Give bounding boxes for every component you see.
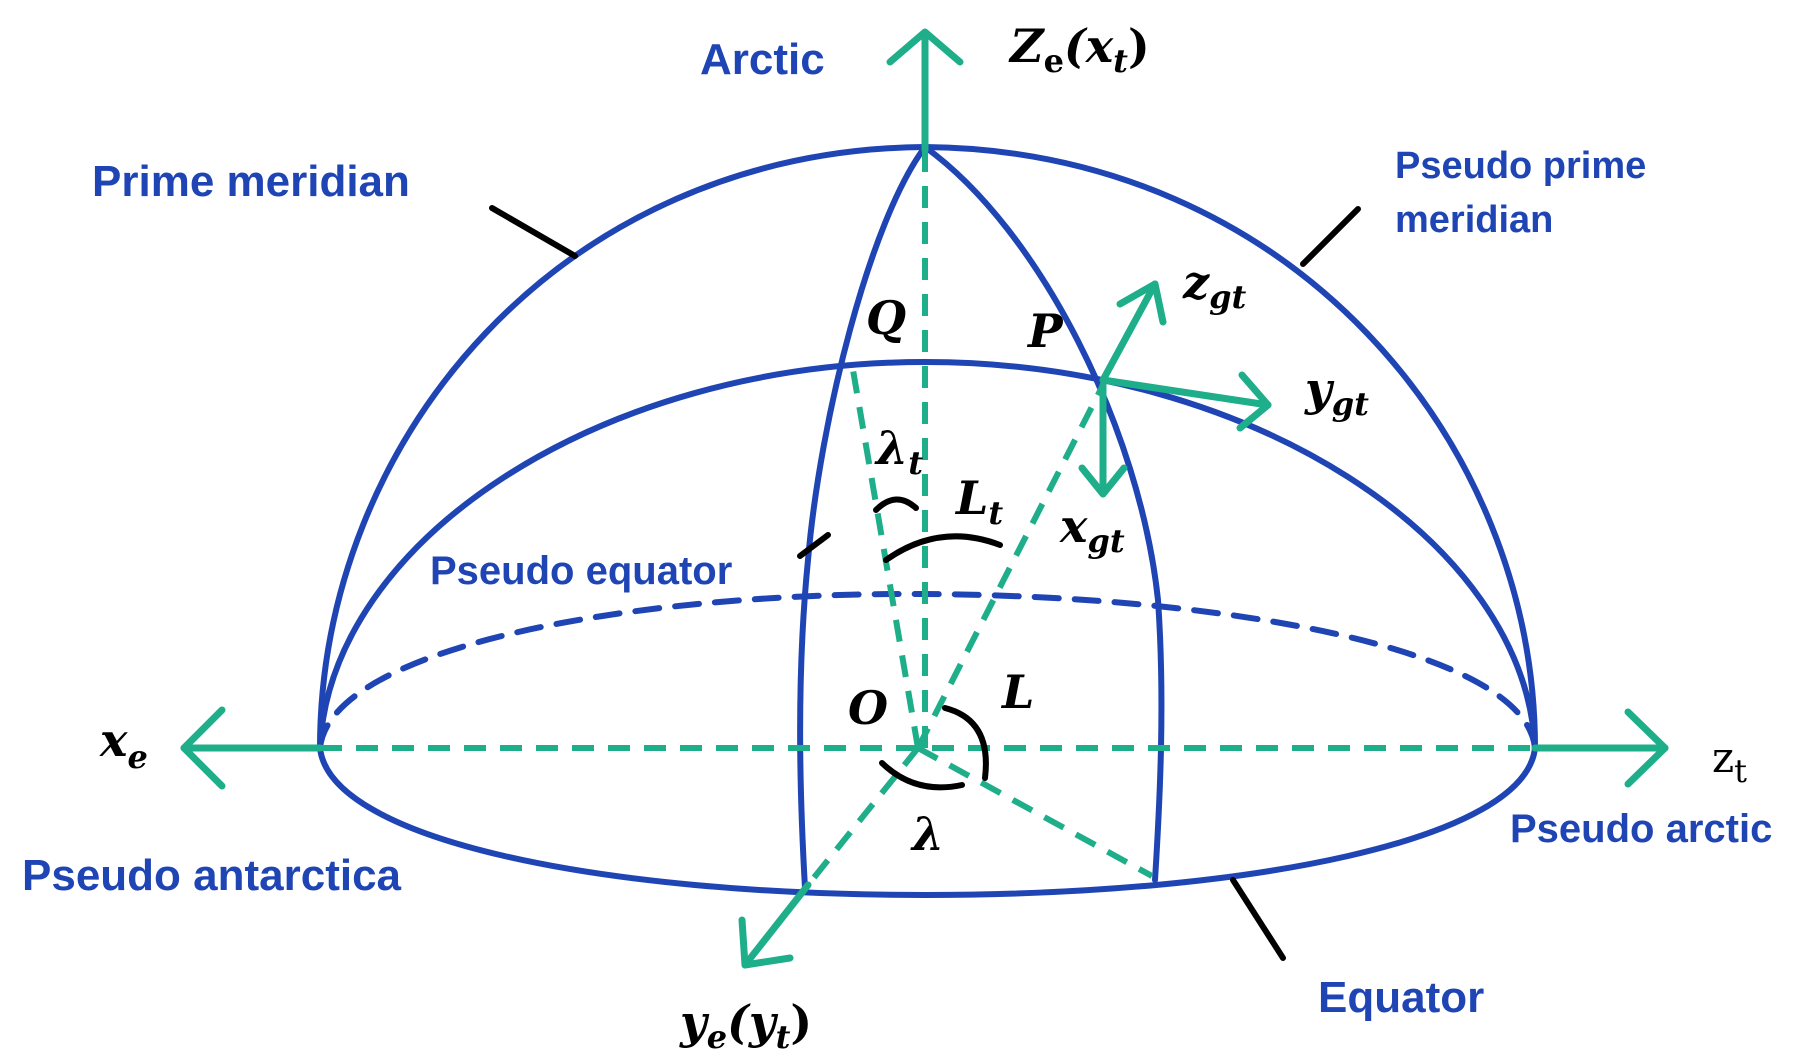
ze-axis-arrowhead <box>886 28 964 66</box>
pseudo-prime-meridian-arc <box>922 144 1165 883</box>
prime-meridian-label: Prime meridian <box>92 157 410 206</box>
pseudo-equator-leader <box>797 532 831 559</box>
l-angle-arc <box>942 705 989 781</box>
ygt-axis-shaft <box>1099 376 1272 409</box>
o-to-p-dashed <box>915 383 1106 750</box>
point-q-label: Q <box>866 291 906 345</box>
prime-meridian-arc <box>797 144 928 891</box>
pseudo-prime-meridian-leader <box>1300 206 1361 267</box>
o-to-front-right-dashed <box>916 745 1154 879</box>
arctic-label: Arctic <box>700 35 825 84</box>
ygt-axis-arrowhead <box>1236 371 1272 432</box>
lambda-label: λ <box>910 807 944 861</box>
equator-front <box>317 745 1538 899</box>
zt-axis-label: zt <box>1712 733 1747 790</box>
region-labels: Arctic Prime meridian Pseudo prime merid… <box>22 35 1772 1022</box>
point-o-label: O <box>848 681 888 735</box>
ye-axis-label: ye(yt) <box>679 995 812 1056</box>
leader-lines <box>489 205 1361 961</box>
xe-axis-label: xe <box>99 713 148 776</box>
point-p-label: P <box>1026 304 1064 358</box>
pseudo-equator-arc <box>317 358 1538 751</box>
axis-labels: Ze(xt) xe zt ye(yt) zgt ygt xgt <box>99 19 1747 1056</box>
xgt-axis-label: xgt <box>1059 499 1125 560</box>
point-labels: Q P O <box>848 291 1064 735</box>
lambda-t-label: λt <box>874 421 923 482</box>
equator-leader <box>1230 877 1286 961</box>
pseudo-antarctica-label: Pseudo antarctica <box>22 851 402 900</box>
l-t-label: Lt <box>954 471 1003 532</box>
o-to-front-left-dashed <box>805 746 921 887</box>
ze-axis-label: Ze(xt) <box>1008 19 1150 80</box>
pseudo-prime-meridian-label-line2: meridian <box>1395 199 1553 241</box>
zgt-axis-arrowhead <box>1116 280 1167 326</box>
ye-axis-shaft <box>741 881 812 969</box>
lambda-angle-arc <box>879 760 965 791</box>
zgt-axis-label: zgt <box>1182 255 1247 316</box>
l-label: L <box>1000 665 1034 719</box>
ygt-axis-label: ygt <box>1304 362 1369 423</box>
pseudo-prime-meridian-label-line1: Pseudo prime <box>1395 145 1646 187</box>
zt-axis-arrowhead <box>1624 708 1669 788</box>
equator-label: Equator <box>1318 973 1484 1022</box>
pseudo-equator-label: Pseudo equator <box>430 549 732 593</box>
xgt-axis-arrowhead <box>1078 464 1128 498</box>
angle-labels: λt Lt L λ <box>874 421 1034 861</box>
coordinate-axes <box>180 28 1669 969</box>
zgt-axis-shaft <box>1099 280 1159 384</box>
l-t-angle-arc <box>883 533 1003 563</box>
ye-axis-arrowhead <box>738 916 794 969</box>
lambda-t-angle-arc <box>873 496 919 513</box>
xe-axis-arrowhead <box>180 706 226 790</box>
pseudo-arctic-label: Pseudo arctic <box>1510 807 1772 851</box>
construction-lines <box>320 150 1535 887</box>
prime-meridian-leader <box>489 205 578 259</box>
